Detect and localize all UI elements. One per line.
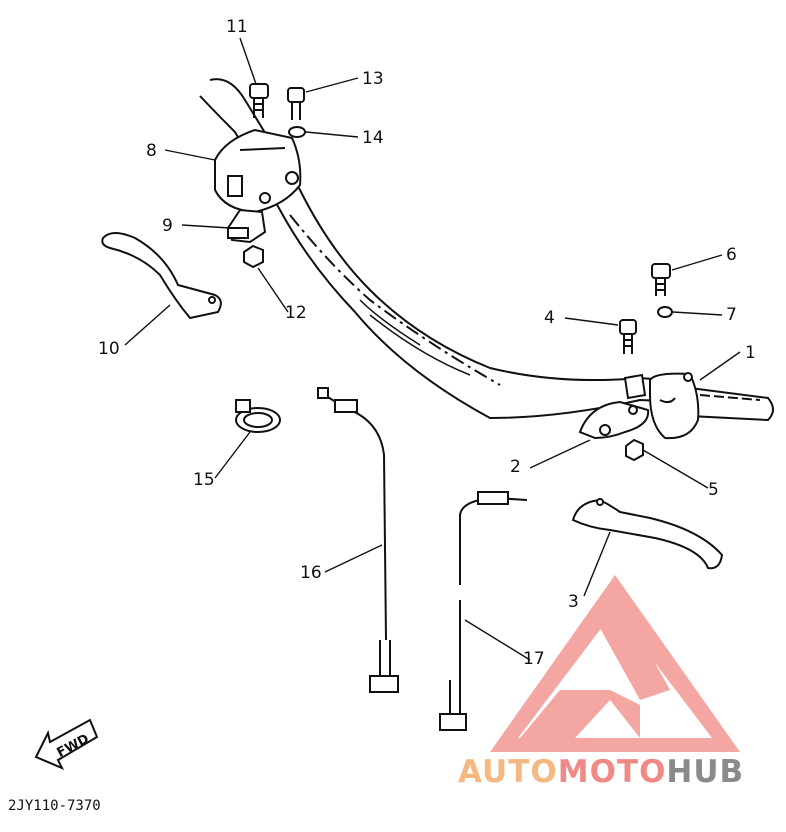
right-bolt-4 [619, 319, 637, 354]
right-bolt-6 [651, 263, 671, 296]
watermark-auto: AUTO [458, 754, 558, 790]
callout-14: 14 [362, 128, 384, 148]
right-grip [689, 386, 774, 422]
left-bolt-13 [287, 87, 305, 120]
left-lever-bracket [226, 208, 267, 244]
callout-13: 13 [362, 69, 384, 89]
svg-text:AUTOMOTOHUB: AUTOMOTOHUB [458, 754, 744, 790]
switch-lead-16 [317, 387, 399, 693]
right-switch-housing [649, 372, 700, 440]
callout-12: 12 [285, 303, 307, 323]
watermark-text: AUTOMOTOHUB [458, 754, 744, 790]
callout-16: 16 [300, 563, 322, 583]
clamp-15 [235, 399, 281, 433]
callout-8: 8 [146, 141, 157, 161]
callout-3: 3 [568, 592, 579, 612]
callout-7: 7 [726, 305, 737, 325]
callout-4: 4 [544, 308, 555, 328]
callout-9: 9 [162, 216, 173, 236]
watermark-hub: HUB [666, 754, 744, 790]
callout-2: 2 [510, 457, 521, 477]
handlebar [199, 78, 691, 420]
callout-17: 17 [523, 649, 545, 669]
left-nut-12 [243, 244, 264, 269]
part-code: 2JY110-7370 [8, 798, 101, 814]
callout-1: 1 [745, 343, 756, 363]
callout-10: 10 [98, 339, 120, 359]
callout-11: 11 [226, 17, 248, 37]
fwd-arrow: FWD [34, 718, 99, 770]
watermark-moto: MOTO [558, 754, 667, 790]
callout-labels: 1 2 3 4 5 6 7 8 9 10 11 12 13 14 15 16 1… [98, 17, 756, 669]
left-bolt-11 [249, 83, 269, 118]
callout-5: 5 [708, 480, 719, 500]
callout-6: 6 [726, 245, 737, 265]
right-lever-bracket [578, 373, 650, 440]
right-nut-5 [625, 438, 644, 462]
left-washer-14 [288, 126, 306, 138]
left-switch-housing [214, 128, 302, 214]
callout-15: 15 [193, 470, 215, 490]
watermark-logo [490, 575, 740, 752]
leader-lines [124, 37, 741, 661]
left-lever [101, 232, 222, 320]
right-washer-7 [657, 306, 673, 318]
switch-lead-17 [439, 491, 528, 731]
right-lever [571, 498, 724, 570]
